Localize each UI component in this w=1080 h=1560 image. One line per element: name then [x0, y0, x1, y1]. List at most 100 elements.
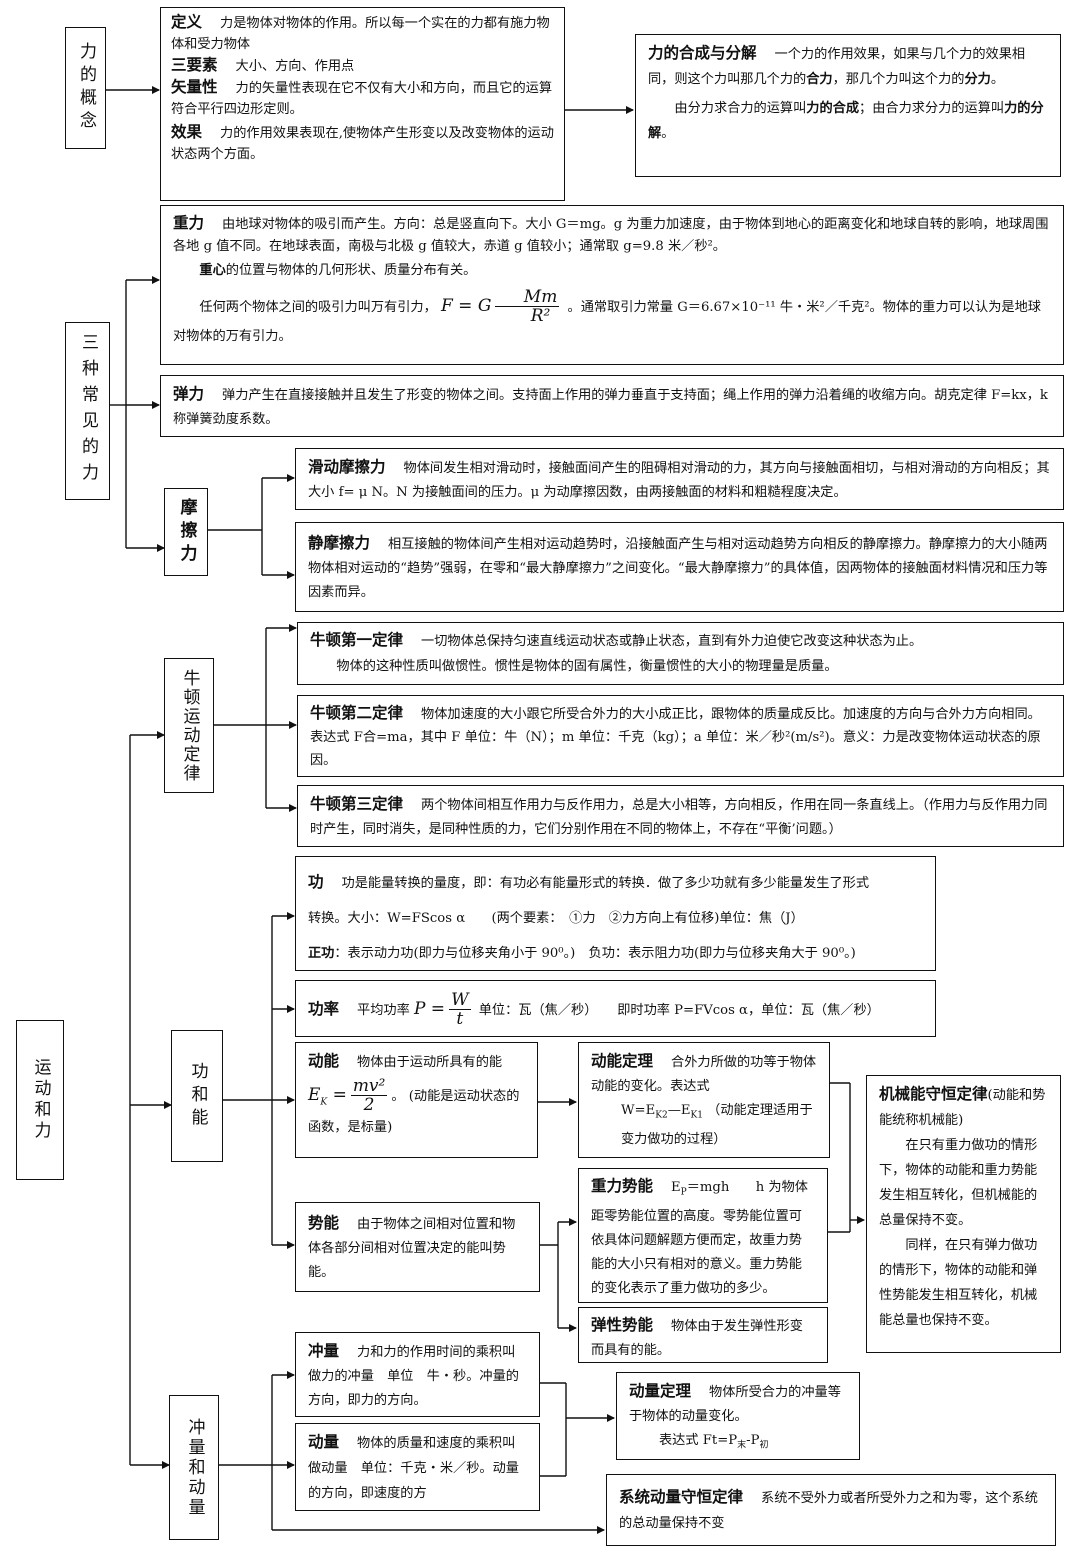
momentum-title: 动量: [308, 1433, 340, 1451]
kinetic-formula-e: E: [308, 1085, 321, 1105]
kinetic-energy-theorem-box: 动能定理合外力所做的功等于物体动能的变化。表达式 W=EK2—EK1 （动能定理…: [578, 1042, 830, 1158]
node-work-energy-label: 功和能: [187, 1061, 208, 1131]
potential-energy-title: 势能: [308, 1214, 340, 1232]
momentum-theorem-box: 动量定理物体所受合力的冲量等于物体的动量变化。 表达式 Ft=P末-P初: [616, 1372, 860, 1460]
universal-gravitation-pre: 任何两个物体之间的吸引力叫万有引力，: [199, 300, 437, 315]
kinetic-energy-theorem-title: 动能定理: [591, 1052, 654, 1070]
work-title: 功: [308, 873, 324, 891]
sliding-friction-box: 滑动摩擦力物体间发生相对滑动时，接触面间产生的阻碍相对滑动的力，其方向与接触面相…: [295, 448, 1064, 510]
kinetic-energy-after: 。 (动能是运动状态的函数，是标量): [308, 1089, 520, 1136]
node-friction: 摩擦力: [164, 488, 208, 576]
node-three-forces: 三种常见的力: [65, 322, 110, 500]
sliding-friction-title: 滑动摩擦力: [308, 458, 386, 476]
momentum-conservation-box: 系统动量守恒定律系统不受外力或者所受外力之和为零，这个系统的总动量保持不变: [606, 1474, 1056, 1546]
three-elements-title: 三要素: [171, 56, 218, 74]
composition-text-6: 。: [661, 126, 675, 141]
kinetic-energy-text: 物体由于运动所具有的能: [357, 1055, 503, 1070]
composition-title: 力的合成与分解: [648, 44, 757, 62]
momentum-box: 动量物体的质量和速度的乘积叫做动量 单位：千克・米／秒。动量的方向，即速度的方: [295, 1423, 540, 1511]
impulse-title: 冲量: [308, 1342, 340, 1360]
work-text: 功是能量转换的量度，即：有功必有能量形式的转换．做了多少功就有多少能量发生了形式: [341, 876, 870, 891]
theorem-expr-k2: K2: [655, 1110, 668, 1121]
gravitational-pe-sub: P: [680, 1187, 687, 1198]
gravitational-pe-text: ＝mgh h 为物体距零势能位置的高度。零势能位置可依具体问题解题方便而定，故重…: [591, 1180, 808, 1296]
impulse-box: 冲量力和力的作用时间的乘积叫做力的冲量 单位 牛・秒。冲量的方向，即力的方向。: [295, 1332, 540, 1417]
composition-text-5: ；由合力求分力的运算叫: [859, 101, 1005, 116]
universal-gravitation-post: 。通常取引力常量 G＝6.67×10⁻¹¹ 牛・米²／千克²。物体的重力可以认为…: [173, 300, 1041, 344]
gravitation-formula-denominator: R²: [530, 306, 551, 326]
node-motion-force: 运动和力: [16, 1020, 64, 1180]
theorem-applicability: （动能定理适用于变力做功的过程）: [621, 1103, 813, 1147]
theorem-expr-dash: —E: [667, 1103, 691, 1118]
power-formula-lhs: P =: [413, 999, 446, 1019]
elastic-force-text: 弹力产生在直接接触并且发生了形变的物体之间。支持面上作用的弹力垂直于支持面；绳上…: [173, 388, 1048, 427]
composition-text-1: 一个力的作用效果，如果与几个力的效果相同，则这个力叫那几个力的: [648, 47, 1026, 87]
node-work-energy: 功和能: [171, 1030, 223, 1162]
kinetic-formula-sub: K: [320, 1097, 328, 1108]
gravity-text: 由地球对物体的吸引而产生。方向：总是竖直向下。大小 G＝mg。g 为重力加速度，…: [173, 217, 1049, 254]
power-title: 功率: [308, 1000, 340, 1018]
elastic-pe-text: 物体由于发生弹性形变而具有的能。: [591, 1319, 803, 1358]
effect-title: 效果: [171, 123, 203, 141]
newton-first-law-text: 一切物体总保持匀速直线运动状态或静止状态，直到有外力迫使它改变这种状态为止。: [421, 634, 923, 649]
elastic-force-box: 弹力弹力产生在直接接触并且发生了形变的物体之间。支持面上作用的弹力垂直于支持面；…: [160, 375, 1064, 437]
energy-conservation-elastic: 同样，在只有弹力做功的情形下，物体的动能和弹性势能发生相互转化，机械能总量也保持…: [879, 1238, 1038, 1328]
positive-work-title: 正功: [308, 946, 335, 961]
elastic-pe-box: 弹性势能物体由于发生弹性形变而具有的能。: [578, 1307, 828, 1363]
power-formula-denominator: t: [456, 1009, 464, 1029]
kinetic-formula-denominator: 2: [363, 1095, 375, 1115]
effect-text: 力的作用效果表现在,使物体产生形变以及改变物体的运动状态两个方面。: [171, 126, 554, 162]
gravitational-pe-e: E: [671, 1180, 681, 1195]
static-friction-text: 相互接触的物体间产生相对运动趋势时，沿接触面产生与相对运动趋势方向相反的静摩擦力…: [308, 537, 1048, 600]
power-formula-numerator: W: [449, 990, 471, 1010]
node-friction-label: 摩擦力: [176, 497, 197, 567]
definition-text: 力是物体对物体的作用。所以每一个实在的力都有施力物体和受力物体: [171, 16, 550, 52]
theorem-expr-k1: K1: [690, 1110, 703, 1121]
power-unit-text: 单位：瓦（焦／秒） 即时功率 P=FVcos α，单位：瓦（焦／秒）: [478, 1003, 880, 1018]
gravity-title: 重力: [173, 214, 205, 232]
momentum-theorem-title: 动量定理: [629, 1382, 692, 1400]
work-formula-text: 转换。大小：W=FScos α (两个要素： ①力 ②力方向上有位移)单位：焦（…: [308, 911, 804, 926]
newton-first-law-title: 牛顿第一定律: [310, 631, 404, 649]
positive-negative-work-text: ：表示动力功(即力与位移夹角小于 90⁰。) 负功：表示阻力功(即力与位移夹角大…: [334, 946, 856, 961]
center-of-gravity-text: 的位置与物体的几何形状、质量分布有关。: [225, 263, 477, 278]
node-newton-laws: 牛顿运动定律: [164, 658, 214, 793]
node-three-forces-label: 三种常见的力: [78, 333, 98, 489]
kinetic-formula-numerator: mv²: [350, 1076, 388, 1096]
definition-title: 定义: [171, 13, 203, 31]
elastic-pe-title: 弹性势能: [591, 1316, 654, 1334]
resultant-force-term: 合力: [806, 72, 833, 87]
newton-first-law-box: 牛顿第一定律 一切物体总保持匀速直线运动状态或静止状态，直到有外力迫使它改变这种状…: [297, 622, 1064, 685]
momentum-conservation-text: 系统不受外力或者所受外力之和为零，这个系统的总动量保持不变: [619, 1491, 1038, 1531]
gravitational-pe-title: 重力势能: [591, 1177, 654, 1195]
composition-text-2: ，那几个力叫这个力的: [832, 72, 965, 87]
theorem-expr-w: W=E: [621, 1103, 656, 1118]
composition-text-4: 由分力求合力的运算叫: [674, 101, 807, 116]
node-force-concept: 力的概念: [65, 27, 106, 149]
work-box: 功 功是能量转换的量度，即：有功必有能量形式的转换．做了多少功就有多少能量发生了形…: [295, 856, 936, 971]
momentum-text: 物体的质量和速度的乘积叫做动量 单位：千克・米／秒。动量的方向，即速度的方: [308, 1436, 519, 1501]
sliding-friction-text: 物体间发生相对滑动时，接触面间产生的阻碍相对滑动的力，其方向与接触面相切，与相对…: [308, 461, 1050, 500]
power-average-label: 平均功率: [357, 1003, 410, 1018]
kinetic-energy-theorem-text: 合外力所做的功等于物体动能的变化。表达式: [591, 1055, 817, 1094]
energy-conservation-gravity: 在只有重力做功的情形下，物体的动能和重力势能发生相互转化，但机械能的总量保持不变…: [879, 1138, 1038, 1228]
newton-third-law-box: 牛顿第三定律两个物体间相互作用力与反作用力，总是大小相等，方向相反，作用在同一条…: [297, 785, 1064, 847]
kinetic-formula-eq: =: [332, 1085, 347, 1105]
node-force-concept-label: 力的概念: [76, 42, 96, 134]
energy-conservation-title: 机械能守恒定律: [879, 1085, 988, 1103]
elastic-force-title: 弹力: [173, 385, 205, 403]
composition-term: 力的合成: [806, 101, 860, 116]
gravitational-pe-box: 重力势能 EP＝mgh h 为物体距零势能位置的高度。零势能位置可依具体问题解题方…: [578, 1168, 828, 1303]
potential-energy-text: 由于物体之间相对位置和物体各部分间相对位置决定的能叫势能。: [308, 1217, 516, 1280]
component-force-term: 分力: [964, 72, 991, 87]
potential-energy-box: 势能由于物体之间相对位置和物体各部分间相对位置决定的能叫势能。: [295, 1202, 540, 1292]
newton-second-law-box: 牛顿第二定律物体加速度的大小跟它所受合外力的大小成正比，跟物体的质量成反比。加速…: [297, 695, 1064, 777]
momentum-conservation-title: 系统动量守恒定律: [619, 1488, 744, 1506]
impulse-text: 力和力的作用时间的乘积叫做力的冲量 单位 牛・秒。冲量的方向，即力的方向。: [308, 1345, 519, 1408]
static-friction-box: 静摩擦力相互接触的物体间产生相对运动趋势时，沿接触面产生与相对运动趋势方向相反的…: [295, 522, 1064, 612]
gravitation-formula-numerator: Mm: [495, 288, 560, 307]
